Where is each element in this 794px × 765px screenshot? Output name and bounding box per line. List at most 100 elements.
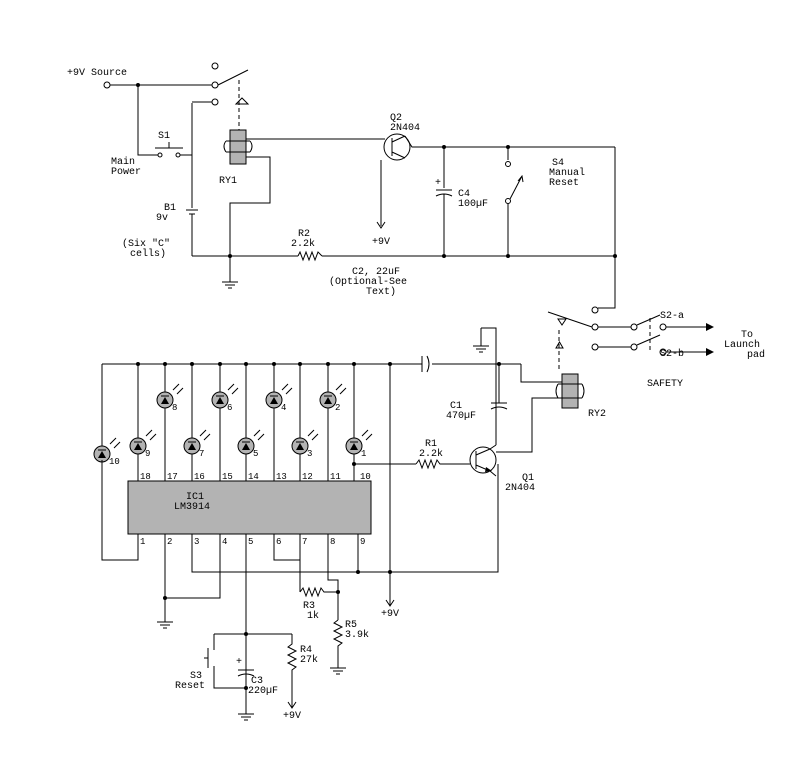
q1-part: 2N404	[505, 483, 535, 494]
pin8-wire	[327, 534, 339, 620]
c4-value: 100µF	[458, 199, 488, 210]
s1-switch	[155, 142, 183, 158]
q1-collector-rail	[481, 327, 497, 445]
c3-ref: C3	[251, 676, 263, 687]
ic1-bottom-pin: 4	[222, 537, 227, 547]
r2-value: 2.2k	[291, 238, 315, 250]
q1-ref: Q1	[522, 473, 534, 484]
ry2-feed	[520, 364, 562, 383]
led: 2	[319, 362, 347, 481]
ground-symbol-ic	[157, 598, 173, 629]
ic1-ref: IC1	[186, 492, 204, 503]
ry2-contact-2	[591, 323, 599, 331]
r1-resistor	[415, 458, 470, 470]
safety-label: SAFETY	[647, 379, 683, 390]
led: 9	[129, 362, 157, 481]
ry2-contact-1	[591, 306, 599, 314]
r1-ref: R1	[425, 439, 437, 450]
s1-ref: S1	[158, 131, 170, 142]
ry1-coil	[229, 129, 247, 165]
s3-ref: S3	[190, 671, 202, 682]
c4-plus: +	[435, 178, 441, 189]
led: 5	[237, 362, 265, 481]
r1-value: 2.2k	[419, 448, 443, 460]
led-number: 8	[172, 403, 177, 413]
led-number: 7	[199, 449, 204, 459]
power-section: +9V Source S1 Main Power B1 9v (Six "C" …	[67, 62, 617, 309]
b1-note-line1: (Six "C"	[122, 238, 170, 250]
r2-ref: R2	[298, 229, 310, 240]
r2-resistor	[297, 250, 323, 262]
q2-part: 2N404	[390, 123, 420, 134]
ic1-top-pin: 12	[302, 472, 313, 482]
c2-line1: C2, 22uF	[352, 267, 400, 278]
ground-symbol-ry2	[473, 328, 489, 353]
led: 7	[183, 362, 211, 481]
s1-name-line2: Power	[111, 167, 141, 178]
r4-arrow	[287, 701, 297, 709]
led-number: 1	[361, 449, 366, 459]
c1-value: 470µF	[446, 411, 476, 422]
led-number: 10	[109, 457, 120, 467]
source-terminal	[103, 81, 111, 89]
c3-capacitor	[237, 669, 255, 677]
s1-name-line1: Main	[111, 156, 135, 168]
ic1-bottom-pin: 9	[360, 537, 365, 547]
q2-collector-wire	[404, 135, 615, 148]
q1-collector	[489, 444, 497, 450]
ry1-ref: RY1	[219, 176, 237, 187]
ic-supply: +9V	[381, 609, 399, 620]
ic1-top-pin: 11	[330, 472, 341, 482]
ic1-bottom-pin: 3	[194, 537, 199, 547]
c1-capacitor	[490, 364, 508, 410]
ic1-top-pin: 14	[248, 472, 259, 482]
s4-contact-top	[505, 161, 511, 167]
s4-contact-bottom	[505, 198, 511, 204]
arrow-b	[706, 348, 714, 356]
ic1-bottom-pin: 7	[302, 537, 307, 547]
led-number: 6	[227, 403, 232, 413]
ic1-top-pin: 18	[140, 472, 151, 482]
s2a-contact-out	[659, 323, 667, 331]
ry1-coil-winding	[223, 140, 253, 153]
s4-name-line1: Manual	[549, 167, 585, 179]
q2-transistor	[383, 133, 411, 161]
led-number: 5	[253, 449, 258, 459]
ground-symbol-r5	[330, 667, 346, 675]
ic1-top-pin: 10	[360, 472, 371, 482]
q1-transistor	[469, 446, 497, 474]
r4-value: 27k	[300, 654, 318, 666]
output-line2: Launch	[724, 339, 760, 351]
ic1-top-pin: 16	[194, 472, 205, 482]
output-line3: pad	[747, 349, 765, 361]
s1-wire-left	[137, 85, 158, 156]
r5-ref: R5	[345, 620, 357, 631]
c3-value: 220µF	[248, 686, 278, 697]
ry2-winding	[555, 383, 585, 399]
r5-resistor	[332, 619, 344, 668]
r4-ref: R4	[300, 645, 312, 656]
led: 6	[211, 362, 239, 481]
s2b-blade	[636, 334, 661, 346]
s2a-contact-in	[630, 323, 638, 331]
led: 1	[345, 362, 373, 481]
pin1-wire	[101, 460, 139, 561]
ic1-bottom-pin: 6	[276, 537, 281, 547]
led-number: 2	[335, 403, 340, 413]
s3-name: Reset	[175, 681, 205, 692]
ic1-top-pin: 15	[222, 472, 233, 482]
led-number: 3	[307, 449, 312, 459]
r4-resistor	[286, 634, 298, 708]
led-number: 9	[145, 449, 150, 459]
ry2-blade	[547, 311, 593, 328]
q2-symbol	[391, 135, 406, 159]
b1-ref: B1	[164, 203, 176, 214]
led: 10	[93, 437, 121, 467]
right-rail	[598, 147, 616, 309]
ic1-part: LM3914	[174, 502, 210, 513]
ry1-contacts	[192, 62, 250, 106]
ic1-body	[127, 480, 372, 535]
